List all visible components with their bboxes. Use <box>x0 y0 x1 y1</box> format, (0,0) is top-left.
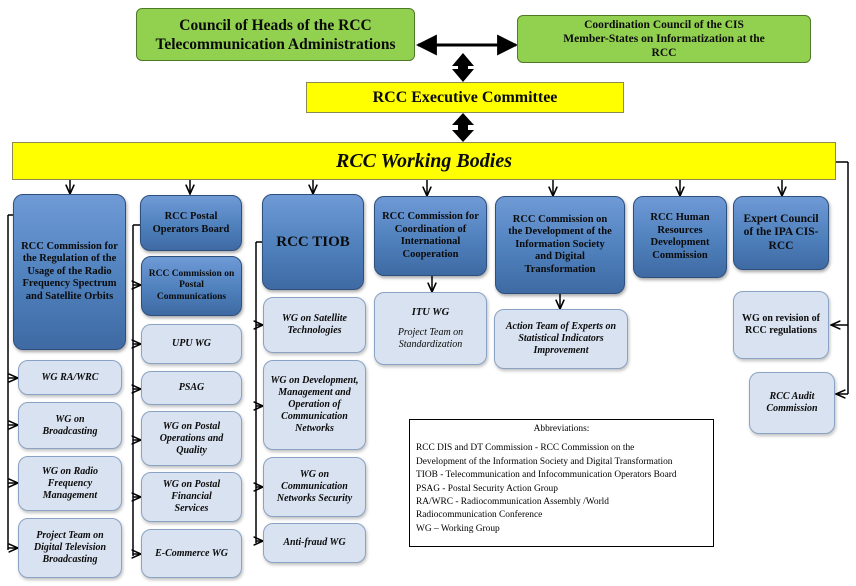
coordination-council-box: Coordination Council of the CIS Member-S… <box>517 15 811 63</box>
wg-ra-wrc-label: WG RA/WRC <box>41 371 99 383</box>
anti-fraud-wg-box: Anti-fraud WG <box>263 523 366 563</box>
wg-radio-frequency-box: WG on Radio Frequency Management <box>18 456 122 511</box>
wg-broadcasting-box: WG on Broadcasting <box>18 402 122 449</box>
dev-commission-box: RCC Commission on the Development of the… <box>495 196 625 294</box>
abbreviation-line: WG – Working Group <box>416 523 500 534</box>
council-of-heads-label: Council of Heads of the RCC Telecommunic… <box>155 16 396 53</box>
coordination-council-label: Coordination Council of the CIS Member-S… <box>563 19 765 59</box>
abbreviations-title: Abbreviations: <box>533 424 590 434</box>
digital-tv-team-box: Project Team on Digital Television Broad… <box>18 518 122 578</box>
council-exec-arrow <box>452 53 474 82</box>
upu-wg-label: UPU WG <box>172 338 211 349</box>
working-bodies-bar: RCC Working Bodies <box>12 142 836 180</box>
ipa-council-label: Expert Council of the IPA CIS-RCC <box>743 212 819 252</box>
wg-networks-security-box: WG on Communication Networks Security <box>263 457 366 517</box>
psag-label: PSAG <box>178 382 205 393</box>
tiob-box: RCC TIOB <box>262 194 364 290</box>
intl-cooperation-box: RCC Commission for Coordination of Inter… <box>374 196 487 276</box>
audit-commission-box: RCC Audit Commission <box>749 372 835 434</box>
executive-committee-box: RCC Executive Committee <box>306 82 624 113</box>
e-commerce-wg-label: E-Commerce WG <box>155 547 228 559</box>
itu-wg-label: ITU WG <box>411 306 450 318</box>
wg-revision-box: WG on revision of RCC regulations <box>733 291 829 359</box>
standardization-team-label: Project Team on Standardization <box>397 326 464 350</box>
abbreviation-line: RCC DIS and DT Commission - RCC Commissi… <box>416 443 635 454</box>
wg-postal-operations-box: WG on Postal Operations and Quality <box>141 411 242 466</box>
anti-fraud-wg-label: Anti-fraud WG <box>283 537 346 548</box>
postal-commission-label: RCC Commission on Postal Communications <box>148 268 235 302</box>
wg-broadcasting-label: WG on Broadcasting <box>42 413 98 437</box>
working-bodies-label: RCC Working Bodies <box>336 149 512 172</box>
wg-revision-label: WG on revision of RCC regulations <box>742 313 820 336</box>
abbreviation-line: TIOB - Telecommunication and Infocommuni… <box>416 470 677 481</box>
postal-board-label: RCC Postal Operators Board <box>152 211 230 235</box>
tiob-label: RCC TIOB <box>276 233 350 250</box>
statistical-team-label: Action Team of Experts on Statistical In… <box>505 321 617 356</box>
executive-committee-label: RCC Executive Committee <box>372 88 558 106</box>
wg-networks-development-box: WG on Development, Management and Operat… <box>263 360 366 450</box>
ipa-council-box: Expert Council of the IPA CIS-RCC <box>733 196 829 270</box>
exec-bodies-arrow <box>452 113 474 142</box>
wg-networks-security-label: WG on Communication Networks Security <box>276 469 353 504</box>
e-commerce-wg-box: E-Commerce WG <box>141 529 242 578</box>
wg-satellite-box: WG on Satellite Technologies <box>263 297 366 353</box>
dev-commission-label: RCC Commission on the Development of the… <box>508 213 612 275</box>
council-of-heads-box: Council of Heads of the RCC Telecommunic… <box>136 8 415 61</box>
intl-cooperation-label: RCC Commission for Coordination of Inter… <box>382 211 479 260</box>
digital-tv-team-label: Project Team on Digital Television Broad… <box>33 530 107 565</box>
wg-radio-frequency-label: WG on Radio Frequency Management <box>41 465 99 501</box>
wg-networks-development-label: WG on Development, Management and Operat… <box>270 375 359 434</box>
abbreviation-line: Radiocommunication Conference <box>416 510 543 521</box>
abbreviations-box: Abbreviations: RCC DIS and DT Commission… <box>409 419 714 547</box>
rf-commission-box: RCC Commission for the Regulation of the… <box>13 194 126 350</box>
rf-commission-label: RCC Commission for the Regulation of the… <box>21 240 118 302</box>
upu-wg-box: UPU WG <box>141 324 242 364</box>
postal-commission-box: RCC Commission on Postal Communications <box>141 256 242 316</box>
abbreviation-line: PSAG - Postal Security Action Group <box>416 483 558 494</box>
hr-commission-box: RCC Human Resources Development Commissi… <box>633 196 727 278</box>
audit-commission-label: RCC Audit Commission <box>766 391 818 414</box>
abbreviation-line: Development of the Information Society a… <box>416 456 673 467</box>
wg-ra-wrc-box: WG RA/WRC <box>18 360 122 395</box>
wg-postal-operations-label: WG on Postal Operations and Quality <box>159 420 224 456</box>
wg-postal-financial-box: WG on Postal Financial Services <box>141 472 242 522</box>
itu-wg-box: ITU WG Project Team on Standardization <box>374 292 487 365</box>
abbreviation-line: RA/WRC - Radiocommunication Assembly /Wo… <box>416 497 609 508</box>
psag-box: PSAG <box>141 371 242 405</box>
statistical-team-box: Action Team of Experts on Statistical In… <box>494 309 628 369</box>
hr-commission-label: RCC Human Resources Development Commissi… <box>650 212 710 261</box>
wg-satellite-label: WG on Satellite Technologies <box>281 313 347 336</box>
wg-postal-financial-label: WG on Postal Financial Services <box>162 479 221 514</box>
postal-board-box: RCC Postal Operators Board <box>140 195 242 251</box>
